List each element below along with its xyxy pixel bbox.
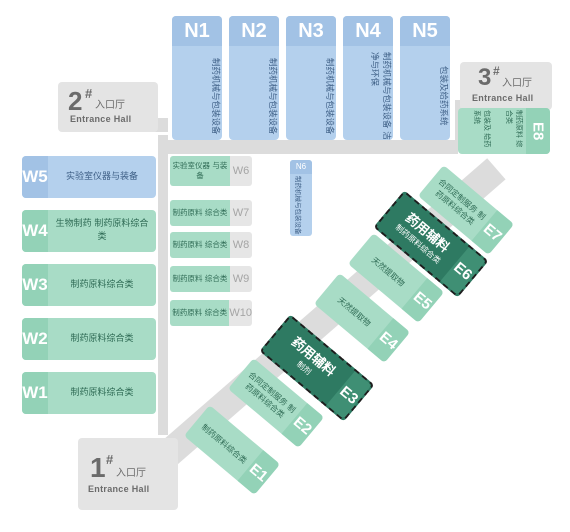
- hall-e3-title: 药用辅料: [288, 334, 338, 380]
- hall-w3-code: W3: [22, 264, 48, 306]
- hall-w7[interactable]: 制药原料 综合类 W7: [170, 200, 252, 226]
- hall-w10-category: 制药原料 综合类: [170, 300, 230, 326]
- entrance-hall-1[interactable]: 1 # 入口厅 Entrance Hall: [78, 438, 178, 510]
- hall-w2-code: W2: [22, 318, 48, 360]
- hall-w8-code: W8: [230, 232, 252, 258]
- hall-e8-category-1: 制药原料 综合类: [505, 110, 523, 148]
- corridor-west-vertical: [158, 135, 168, 435]
- hall-w6-code: W6: [230, 156, 252, 186]
- hall-w6-category: 实验室仪器 与装备: [170, 156, 230, 186]
- hall-n1-category: 制药机械与包装设备: [210, 57, 220, 135]
- hall-2-zh: 入口厅: [95, 100, 125, 111]
- hall-3-mark: #: [493, 64, 500, 78]
- hall-2-mark: #: [85, 86, 93, 101]
- hall-2-en: Entrance Hall: [70, 114, 132, 124]
- hall-n4[interactable]: N4 制药机械与包装设备 洁净与环保: [343, 16, 393, 140]
- hall-3-en: Entrance Hall: [472, 93, 534, 103]
- hall-n2-category: 制药机械与包装设备: [267, 57, 277, 135]
- hall-1-zh: 入口厅: [116, 468, 146, 479]
- hall-w5[interactable]: W5 实验室仪器与装备: [22, 156, 156, 198]
- hall-w8[interactable]: 制药原料 综合类 W8: [170, 232, 252, 258]
- hall-n2-code: N2: [229, 16, 279, 46]
- hall-n5-code: N5: [400, 16, 450, 46]
- hall-e8[interactable]: E8 制药原料 综合类 包装及 给药系统: [458, 108, 550, 154]
- hall-w3[interactable]: W3 制药原料综合类: [22, 264, 156, 306]
- hall-n4-code: N4: [343, 16, 393, 46]
- hall-n6-category: 制药机械与包装设备: [294, 176, 302, 235]
- hall-n6[interactable]: N6 制药机械与包装设备: [290, 160, 312, 236]
- hall-n1-code: N1: [172, 16, 222, 46]
- hall-n6-code: N6: [290, 160, 312, 174]
- hall-w2[interactable]: W2 制药原料综合类: [22, 318, 156, 360]
- hall-n3-code: N3: [286, 16, 336, 46]
- hall-w4-category: 生物制药 制药原料综合类: [55, 219, 149, 242]
- hall-w4[interactable]: W4 生物制药 制药原料综合类: [22, 210, 156, 252]
- hall-w4-code: W4: [22, 210, 48, 252]
- hall-2-number: 2: [68, 86, 83, 116]
- hall-w1-code: W1: [22, 372, 48, 414]
- hall-3-zh: 入口厅: [502, 78, 532, 89]
- hall-w2-category: 制药原料综合类: [70, 333, 134, 344]
- hall-3-number: 3: [478, 64, 492, 91]
- hall-1-en: Entrance Hall: [88, 484, 150, 494]
- hall-n4-category: 制药机械与包装设备 洁净与环保: [369, 52, 391, 140]
- hall-w10-code: W10: [229, 300, 252, 326]
- hall-1-mark: #: [106, 452, 114, 467]
- hall-w10[interactable]: 制药原料 综合类 W10: [170, 300, 252, 326]
- entrance-hall-2[interactable]: 2 # 入口厅 Entrance Hall: [58, 82, 158, 132]
- hall-n2[interactable]: N2 制药机械与包装设备: [229, 16, 279, 140]
- hall-e8-code: E8: [526, 108, 550, 154]
- hall-w1[interactable]: W1 制药原料综合类: [22, 372, 156, 414]
- hall-w5-code: W5: [22, 156, 48, 198]
- hall-w6[interactable]: 实验室仪器 与装备 W6: [170, 156, 252, 186]
- hall-e8-category-2: 包装及 给药系统: [473, 110, 491, 148]
- hall-n3-category: 制药机械与包装设备: [324, 57, 334, 135]
- hall-w9[interactable]: 制药原料 综合类 W9: [170, 266, 252, 292]
- hall-n5-category: 包装及给药系统: [438, 66, 448, 126]
- hall-w3-category: 制药原料综合类: [70, 279, 134, 290]
- hall-n5[interactable]: N5 包装及给药系统: [400, 16, 450, 140]
- corridor-north-horizontal: [158, 140, 458, 154]
- hall-w9-code: W9: [230, 266, 252, 292]
- hall-w8-category: 制药原料 综合类: [170, 232, 230, 258]
- hall-1-number: 1: [90, 452, 106, 483]
- hall-w1-category: 制药原料综合类: [70, 387, 134, 398]
- hall-w7-code: W7: [230, 200, 252, 226]
- hall-w5-category: 实验室仪器与装备: [65, 171, 138, 182]
- hall-w9-category: 制药原料 综合类: [170, 266, 230, 292]
- entrance-hall-3[interactable]: 3 # 入口厅 Entrance Hall: [460, 62, 552, 110]
- hall-w7-category: 制药原料 综合类: [170, 200, 230, 226]
- hall-n3[interactable]: N3 制药机械与包装设备: [286, 16, 336, 140]
- hall-n1[interactable]: N1 制药机械与包装设备: [172, 16, 222, 140]
